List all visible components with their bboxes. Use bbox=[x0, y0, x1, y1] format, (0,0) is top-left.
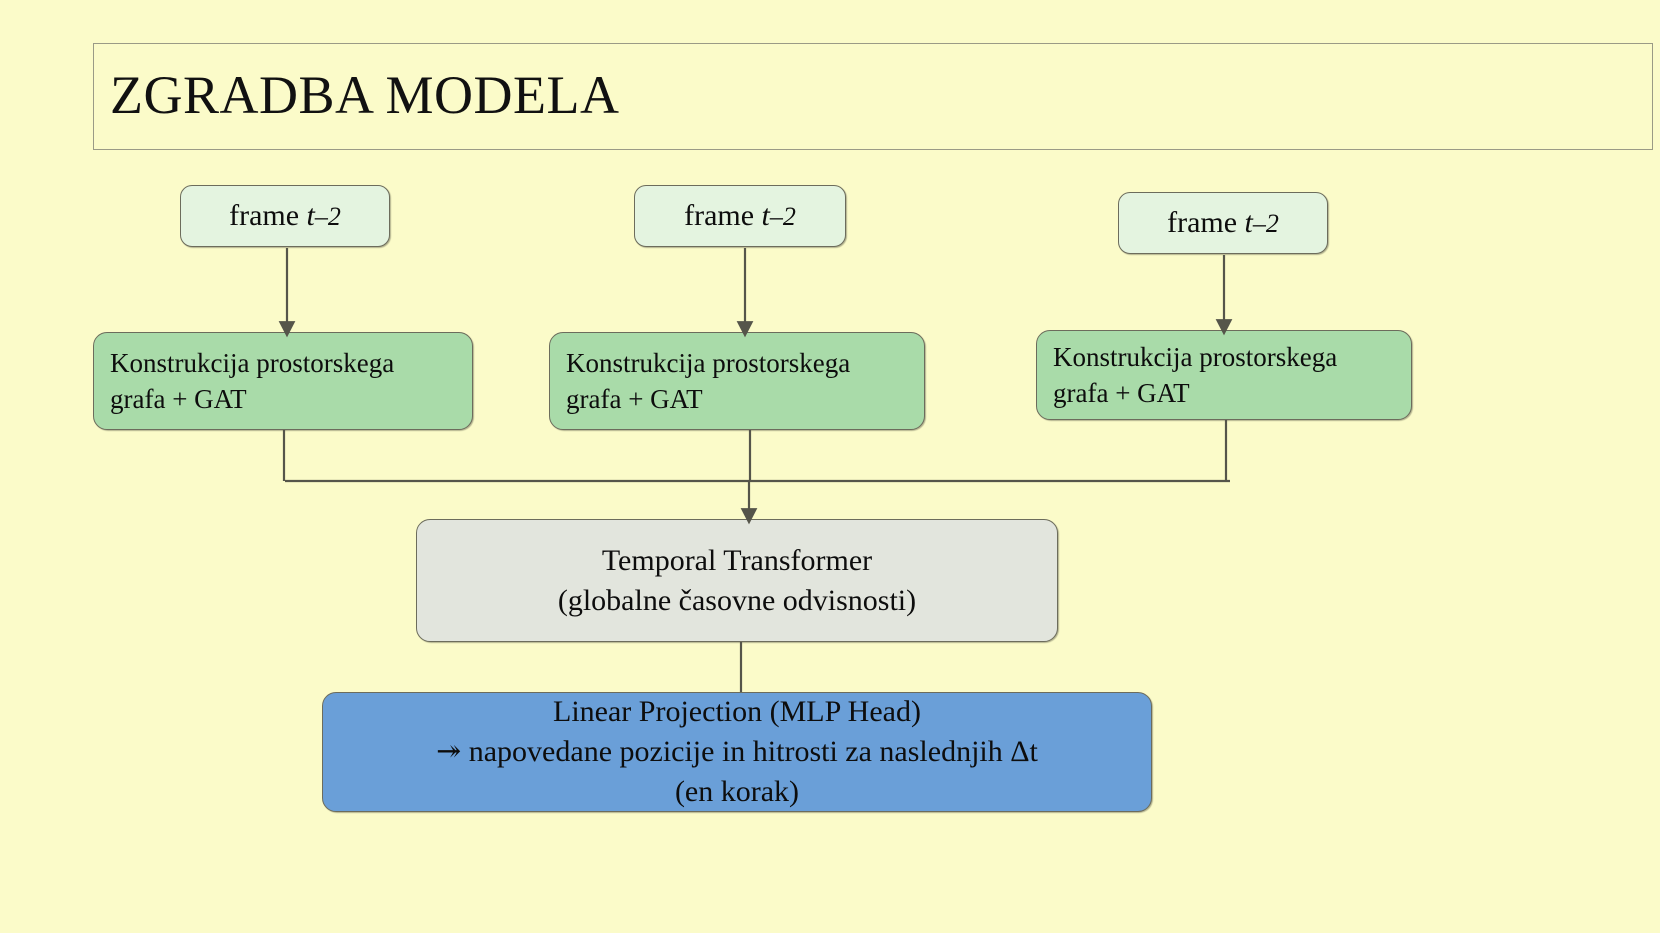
temporal-transformer-label: Temporal Transformer (globalne časovne o… bbox=[557, 543, 917, 617]
frame-box-3-label: frame t–2 bbox=[1167, 205, 1279, 239]
gat-box-2[interactable]: Konstrukcija prostorskega grafa + GAT bbox=[549, 332, 925, 430]
frame-box-1-label: frame t–2 bbox=[229, 198, 341, 232]
temporal-transformer-box[interactable]: Temporal Transformer (globalne časovne o… bbox=[416, 519, 1058, 642]
title-placeholder-frame bbox=[93, 43, 1653, 150]
page-title: ZGRADBA MODELA bbox=[110, 65, 620, 125]
gat-box-1-label: Konstrukcija prostorskega grafa + GAT bbox=[110, 348, 395, 414]
gat-box-3-label: Konstrukcija prostorskega grafa + GAT bbox=[1053, 342, 1338, 408]
gat-box-3[interactable]: Konstrukcija prostorskega grafa + GAT bbox=[1036, 330, 1412, 420]
frame-box-2[interactable]: frame t–2 bbox=[634, 185, 846, 247]
linear-projection-box[interactable]: Linear Projection (MLP Head) ↠ napovedan… bbox=[322, 692, 1152, 812]
gat-box-2-label: Konstrukcija prostorskega grafa + GAT bbox=[566, 348, 851, 414]
gat-box-1[interactable]: Konstrukcija prostorskega grafa + GAT bbox=[93, 332, 473, 430]
linear-projection-label: Linear Projection (MLP Head) ↠ napovedan… bbox=[436, 695, 1038, 808]
frame-box-1[interactable]: frame t–2 bbox=[180, 185, 390, 247]
frame-box-2-label: frame t–2 bbox=[684, 198, 796, 232]
frame-box-3[interactable]: frame t–2 bbox=[1118, 192, 1328, 254]
